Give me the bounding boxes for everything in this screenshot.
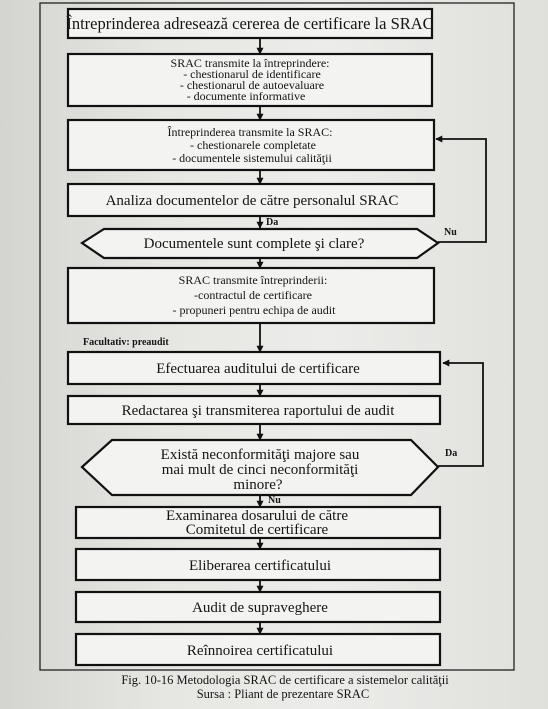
step-srac-transmite-line4: - documente informative — [187, 89, 306, 103]
outer-frame — [39, 2, 515, 671]
step-contract-line2: -contractul de certificare — [194, 288, 312, 302]
decision-neconformitati-line3: minore? — [233, 477, 282, 493]
step-contract-line3: - propuneri pentru echipa de audit — [173, 303, 337, 317]
step-intreprinderea-transmite-box — [66, 118, 436, 172]
decision-neconformitati-line2: mai mult de cinci neconformităţi — [162, 462, 359, 478]
step-eliberare-text: Eliberarea certificatului — [189, 558, 331, 574]
step-intreprinderea-line3: - documentele sistemului calităţii — [172, 151, 332, 165]
decision-documente-box — [80, 227, 440, 260]
step-srac-transmite-line2: - chestionarul de identificare — [183, 67, 321, 81]
step-supraveghere-text: Audit de supraveghere — [192, 600, 328, 616]
step-srac-transmite-line3: - chestionarul de autoevaluare — [180, 78, 324, 92]
step-supraveghere-box — [74, 590, 442, 624]
label-nu-2: Nu — [268, 495, 281, 506]
figure-source: Sursa : Pliant de prezentare SRAC — [197, 687, 370, 701]
loop-da-back-to-s6 — [438, 359, 484, 467]
step-contract-box — [66, 266, 436, 325]
label-da-1: Da — [266, 217, 278, 228]
step-contract-line1: SRAC transmite întreprinderii: — [179, 273, 328, 287]
step-reinnoire-text: Reînnoirea certificatului — [187, 643, 333, 659]
step-analiza-box — [66, 182, 436, 218]
loop-nu-back-to-s3 — [435, 135, 487, 243]
step-eliberare-box — [74, 547, 442, 582]
label-nu-1: Nu — [444, 227, 457, 238]
step-raport-box — [66, 394, 442, 426]
step-comitet-box — [74, 505, 442, 540]
step-srac-transmite-line1: SRAC transmite la întreprindere: — [171, 56, 330, 70]
decision-documente-text: Documentele sunt complete şi clare? — [144, 236, 365, 252]
step-analiza-text: Analiza documentelor de către personalul… — [106, 193, 399, 209]
step-srac-transmite-box — [66, 52, 434, 108]
step-cerere-box — [66, 7, 434, 40]
decision-neconformitati-line1: Există neconformităţi majore sau — [161, 447, 360, 463]
optional-preaudit-label: Facultativ: preaudit — [83, 337, 169, 348]
step-cerere-text: Întreprinderea adresează cererea de cert… — [66, 14, 433, 33]
step-intreprinderea-line1: Întreprinderea transmite la SRAC: — [168, 125, 333, 139]
step-raport-text: Redactarea şi transmiterea raportului de… — [122, 403, 396, 419]
decision-neconformitati-box — [80, 438, 440, 497]
figure-caption: Fig. 10-16 Metodologia SRAC de certifica… — [121, 673, 449, 687]
label-da-2: Da — [445, 448, 457, 459]
step-intreprinderea-line2: - chestionarele completate — [190, 138, 316, 152]
step-audit-certificare-text: Efectuarea auditului de certificare — [156, 361, 360, 377]
step-comitet-line1: Examinarea dosarului de către — [166, 508, 348, 524]
step-comitet-line2: Comitetul de certificare — [186, 522, 329, 538]
step-reinnoire-box — [74, 632, 442, 667]
step-audit-certificare-box — [66, 350, 442, 386]
